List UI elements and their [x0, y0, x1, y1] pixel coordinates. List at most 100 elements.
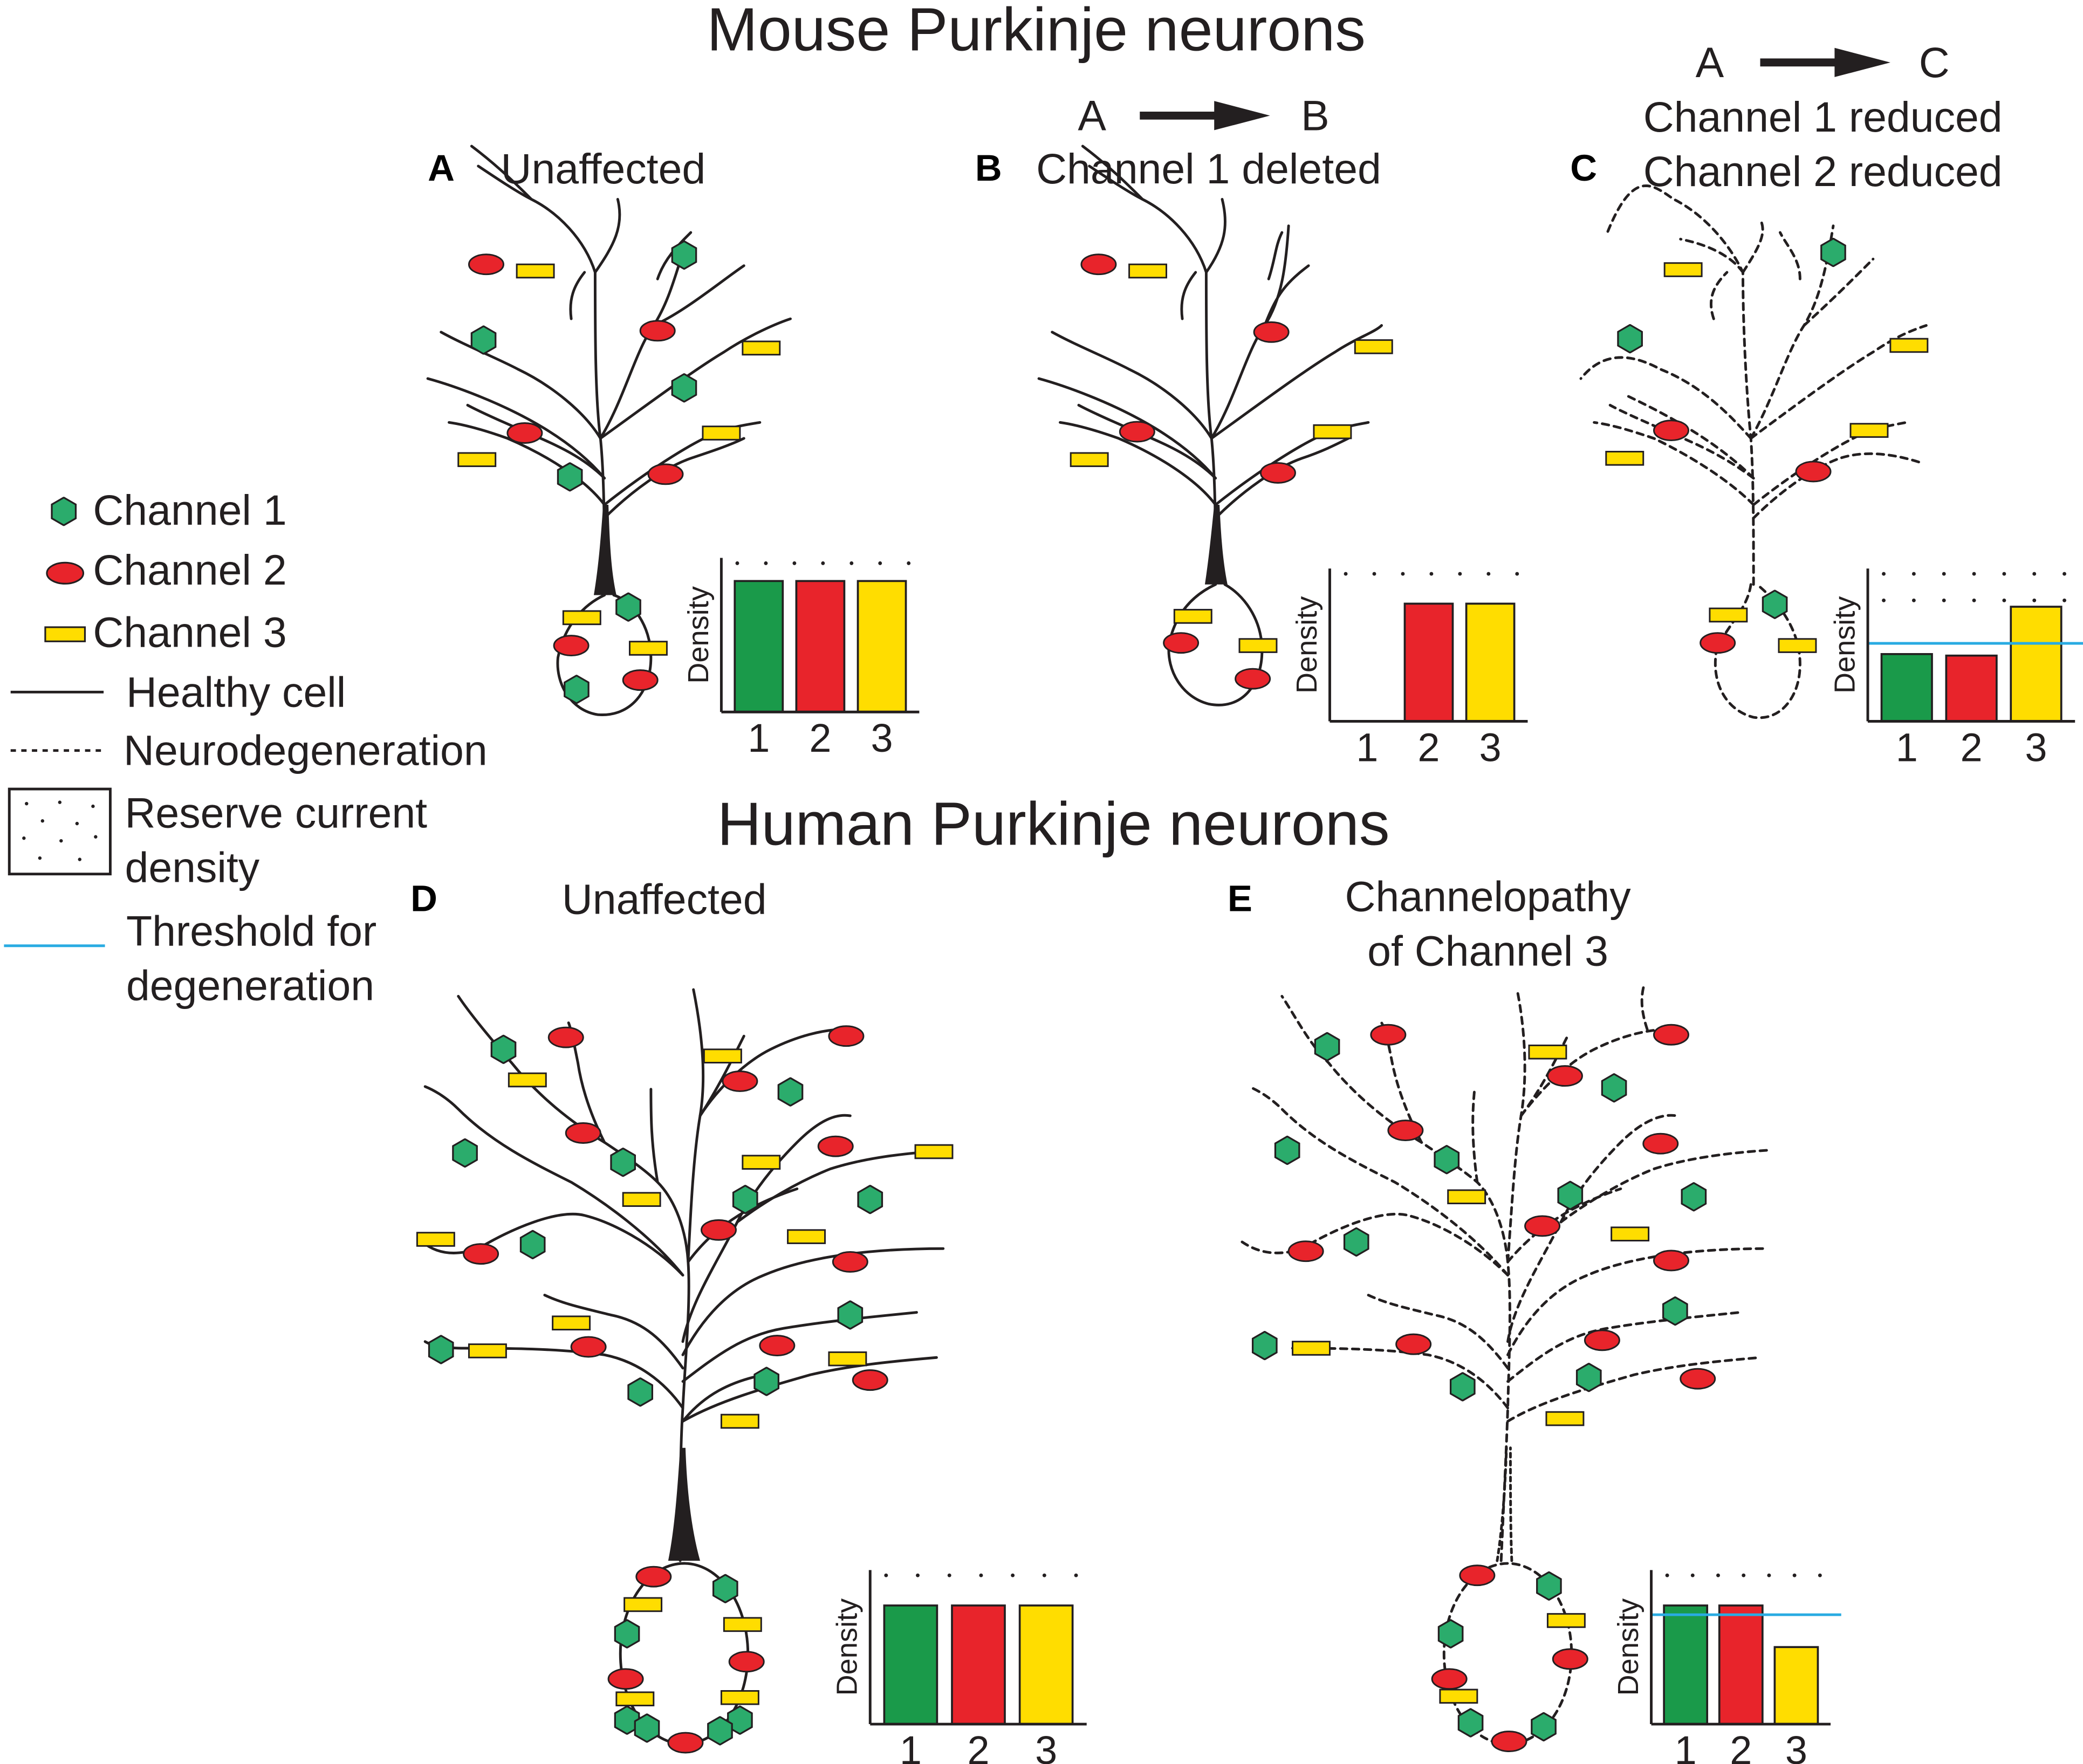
reserve-dot	[1742, 1573, 1746, 1577]
channel2-marker	[468, 253, 504, 276]
x-tick-label: 3	[871, 716, 893, 760]
bar-channel-3	[1773, 1646, 1819, 1725]
channel1-marker	[1601, 1073, 1627, 1103]
channel3-marker	[702, 425, 741, 441]
panel-e-label-line2: of Channel 3	[1367, 928, 1608, 975]
channel3-marker	[508, 1072, 547, 1088]
channel2-marker	[570, 1336, 607, 1358]
x-tick-label: 3	[1035, 1728, 1057, 1764]
channel1-marker	[671, 373, 697, 403]
human-title: Human Purkinje neurons	[717, 790, 1390, 859]
transition-a-to-c: A C	[1696, 39, 1950, 86]
channel1-marker	[1531, 1712, 1557, 1742]
channel2-marker	[1163, 632, 1200, 654]
reserve-dot	[1372, 572, 1376, 576]
channel3-marker	[723, 1617, 762, 1632]
channel2-marker	[565, 1122, 601, 1144]
reserve-dot	[735, 561, 739, 565]
neuron-a-channels	[457, 240, 781, 704]
channel2-marker	[1491, 1731, 1527, 1753]
channel2-marker	[1387, 1120, 1424, 1142]
channel3-marker	[703, 1048, 742, 1063]
reserve-dot	[916, 1573, 920, 1577]
channel1-marker	[671, 240, 697, 270]
reserve-dot	[1042, 1573, 1046, 1577]
x-tick-label: 2	[1961, 725, 1983, 770]
channel1-marker	[732, 1185, 758, 1214]
neuron-a-soma	[556, 594, 653, 716]
channel3-rectangle-icon	[44, 626, 86, 642]
channel1-marker	[1343, 1227, 1369, 1257]
reserve-dot	[1792, 1573, 1797, 1577]
transition-ab-from: A	[1078, 92, 1106, 139]
channel2-marker	[1259, 462, 1296, 484]
channel2-marker	[817, 1135, 854, 1157]
bar-channel-2	[1403, 602, 1454, 723]
channel1-marker	[1662, 1296, 1688, 1326]
reserve-density-dots	[735, 561, 911, 565]
legend-item-channel3: Channel 3	[44, 609, 287, 656]
x-tick-label: 3	[1479, 725, 1502, 770]
reserve-dot	[2002, 572, 2006, 576]
channel3-marker	[628, 641, 668, 656]
legend-item-channel1: Channel 1	[51, 486, 287, 534]
channel1-marker	[557, 462, 583, 492]
channel2-marker	[1700, 632, 1736, 654]
reserve-dot	[821, 561, 825, 565]
channel1-marker	[1457, 1708, 1484, 1738]
panel-b-label: Channel 1 deleted	[1036, 145, 1381, 193]
legend-item-threshold: Threshold for degeneration	[4, 908, 376, 1010]
channel2-marker	[547, 1026, 584, 1048]
panel-c-letter: C	[1570, 147, 1597, 189]
channel1-marker	[614, 1619, 640, 1649]
channel2-marker	[728, 1651, 765, 1673]
channel2-marker	[1370, 1024, 1407, 1046]
channel2-marker	[1546, 1065, 1583, 1087]
channel3-marker	[623, 1597, 663, 1612]
channel3-marker	[1292, 1341, 1331, 1356]
channel3-marker	[1439, 1689, 1478, 1704]
neuron-e-dendrites	[1241, 981, 1769, 1562]
reserve-dot	[792, 561, 797, 565]
channel3-marker	[1173, 609, 1212, 624]
reserve-dots-icon	[22, 800, 98, 861]
transition-a-to-b: A B	[1078, 92, 1329, 139]
reserve-dot	[2063, 572, 2066, 576]
reserve-dotted-box-icon	[8, 787, 112, 876]
legend-label-channel2: Channel 2	[93, 546, 286, 594]
reserve-dot	[1716, 1573, 1720, 1577]
neuron-c-soma	[1714, 583, 1801, 719]
channel1-marker	[490, 1034, 517, 1064]
legend-item-neurodegeneration: Neurodegeneration	[10, 727, 488, 774]
channel3-marker	[1889, 338, 1929, 353]
channel2-marker	[639, 320, 676, 342]
x-tick-label: 1	[1896, 725, 1918, 770]
reserve-dot	[1882, 572, 1886, 576]
panel-e-label-line1: Channelopathy	[1345, 873, 1632, 921]
legend-item-healthy: Healthy cell	[10, 668, 346, 716]
channel3-marker	[457, 452, 497, 468]
reserve-density-dots	[1665, 1573, 1822, 1577]
reserve-dot	[1690, 1573, 1695, 1577]
channel1-hexagon-icon	[51, 497, 77, 526]
reserve-dot	[1818, 1573, 1822, 1577]
reserve-dot	[1515, 572, 1519, 576]
panel-d-label: Unaffected	[562, 876, 767, 923]
panel-a-letter: A	[428, 147, 455, 189]
neuron-a-axon-hillock	[593, 505, 616, 595]
panel-b-letter: B	[975, 147, 1002, 189]
bar-channel-3	[2010, 606, 2063, 723]
channel2-marker	[1653, 420, 1689, 442]
panel-a-label: Unaffected	[501, 145, 706, 193]
y-axis-label: Density	[1612, 1598, 1645, 1696]
channel1-marker	[627, 1377, 654, 1407]
x-tick-label: 1	[1356, 725, 1378, 770]
channel2-marker	[1459, 1564, 1496, 1587]
legend-item-reserve: Reserve current density	[8, 787, 427, 891]
arrow-ab-head	[1214, 101, 1270, 131]
channel3-marker	[787, 1229, 826, 1244]
channel2-marker	[506, 422, 543, 444]
reserve-dot	[1401, 572, 1405, 576]
channel3-marker	[516, 263, 555, 279]
